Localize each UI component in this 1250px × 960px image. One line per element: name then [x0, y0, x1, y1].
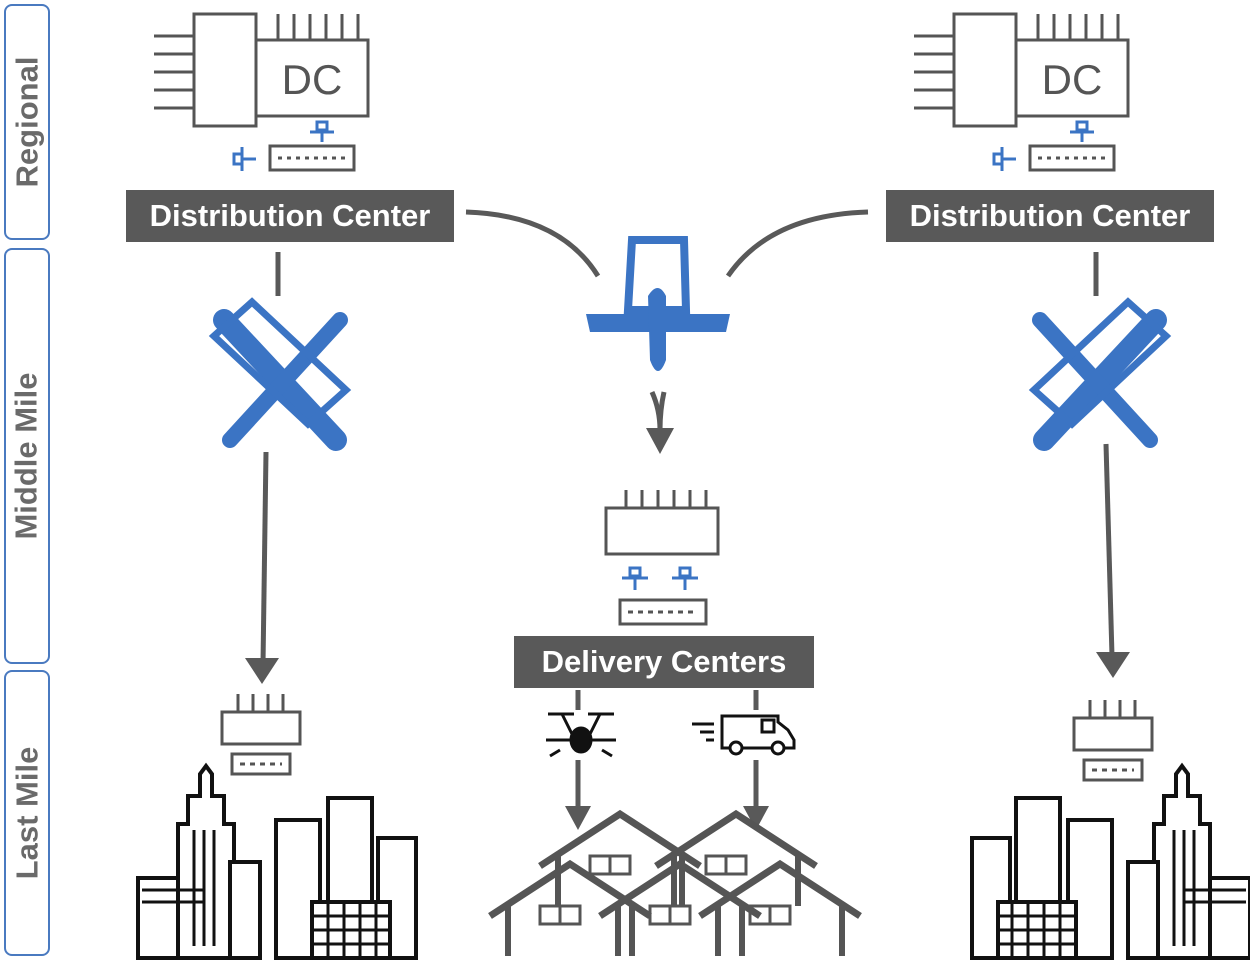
city-skyline-icon-left	[136, 764, 418, 960]
tier-box-regional: Regional	[4, 4, 50, 240]
fixed-wing-aircraft-icon	[586, 236, 730, 371]
distribution-center-banner-right: Distribution Center	[886, 190, 1214, 242]
tier-box-last-mile: Last Mile	[4, 670, 50, 956]
city-skyline-icon-right	[970, 764, 1250, 960]
dc-icon-label: DC	[282, 56, 343, 103]
tier-box-middle-mile: Middle Mile	[4, 248, 50, 664]
quadcopter-drone-icon	[546, 712, 616, 758]
dc-building-icon-left: DC	[152, 12, 370, 173]
last-mile-hub-icon-right	[1072, 698, 1154, 782]
delivery-van-icon	[692, 714, 796, 756]
dc-building-icon-right: DC	[912, 12, 1130, 173]
vtol-aircraft-icon-left	[214, 302, 346, 440]
houses-icon	[490, 814, 860, 956]
delivery-hub-icon	[604, 490, 720, 626]
distribution-center-banner-left: Distribution Center	[126, 190, 454, 242]
delivery-centers-banner: Delivery Centers	[514, 636, 814, 688]
dc-icon-label: DC	[1042, 56, 1103, 103]
last-mile-hub-icon-left	[220, 692, 302, 776]
arrowheads	[245, 428, 1130, 830]
vtol-aircraft-icon-right	[1034, 302, 1166, 440]
connector-lines	[260, 209, 1115, 808]
